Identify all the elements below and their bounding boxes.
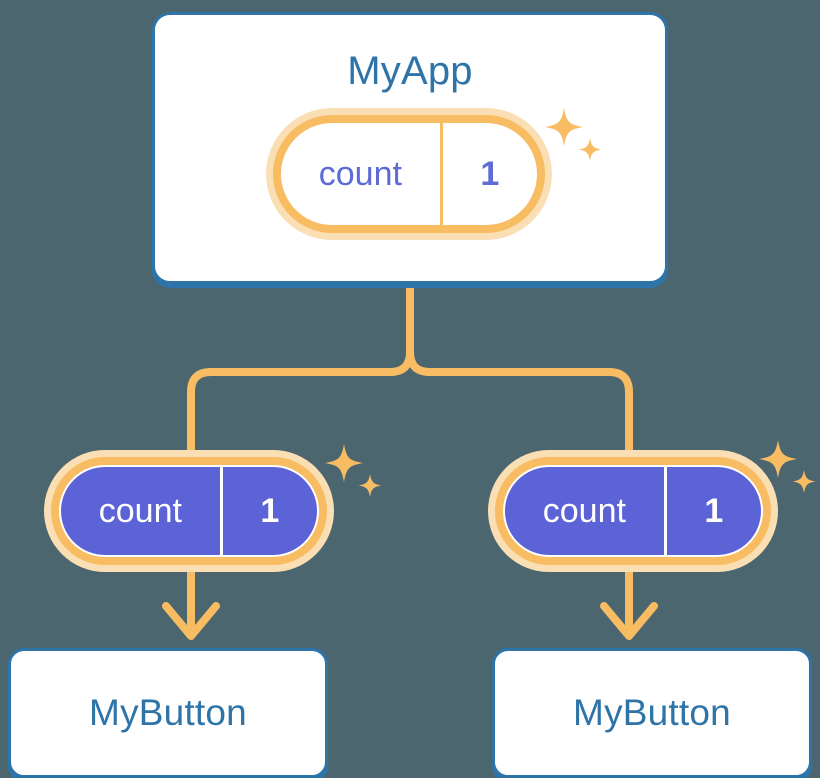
component-card-mybutton-left[interactable]: MyButton bbox=[8, 648, 328, 778]
component-name-myapp: MyApp bbox=[347, 49, 473, 93]
component-name-mybutton: MyButton bbox=[573, 692, 731, 733]
state-key-label: count bbox=[318, 154, 402, 193]
component-card-mybutton-right[interactable]: MyButton bbox=[492, 648, 812, 778]
sparkle-star-icon bbox=[325, 444, 363, 482]
state-value-label: 1 bbox=[663, 467, 761, 555]
state-key-label: count bbox=[542, 491, 626, 530]
state-pill-ring: count 1 bbox=[273, 115, 545, 233]
state-value-label: 1 bbox=[439, 123, 537, 225]
state-pill-ring: count 1 bbox=[51, 457, 327, 565]
state-pill-ring: count 1 bbox=[495, 457, 771, 565]
arrow-right-head bbox=[600, 602, 658, 640]
state-value-label: 1 bbox=[219, 467, 317, 555]
sparkle-star-small-icon bbox=[358, 474, 382, 497]
connector-left-branch bbox=[187, 280, 414, 456]
state-pill-myapp[interactable]: count 1 bbox=[266, 108, 552, 240]
state-pill-child-right[interactable]: count 1 bbox=[488, 450, 778, 572]
state-key-label: count bbox=[98, 491, 182, 530]
sparkle-star-small-icon bbox=[792, 470, 816, 493]
component-name-mybutton: MyButton bbox=[89, 692, 247, 733]
connector-right-branch bbox=[406, 280, 633, 456]
state-pill-body: count 1 bbox=[503, 465, 763, 557]
state-pill-body: count 1 bbox=[281, 123, 537, 225]
arrow-left-head bbox=[162, 602, 220, 640]
state-pill-child-left[interactable]: count 1 bbox=[44, 450, 334, 572]
state-pill-body: count 1 bbox=[59, 465, 319, 557]
